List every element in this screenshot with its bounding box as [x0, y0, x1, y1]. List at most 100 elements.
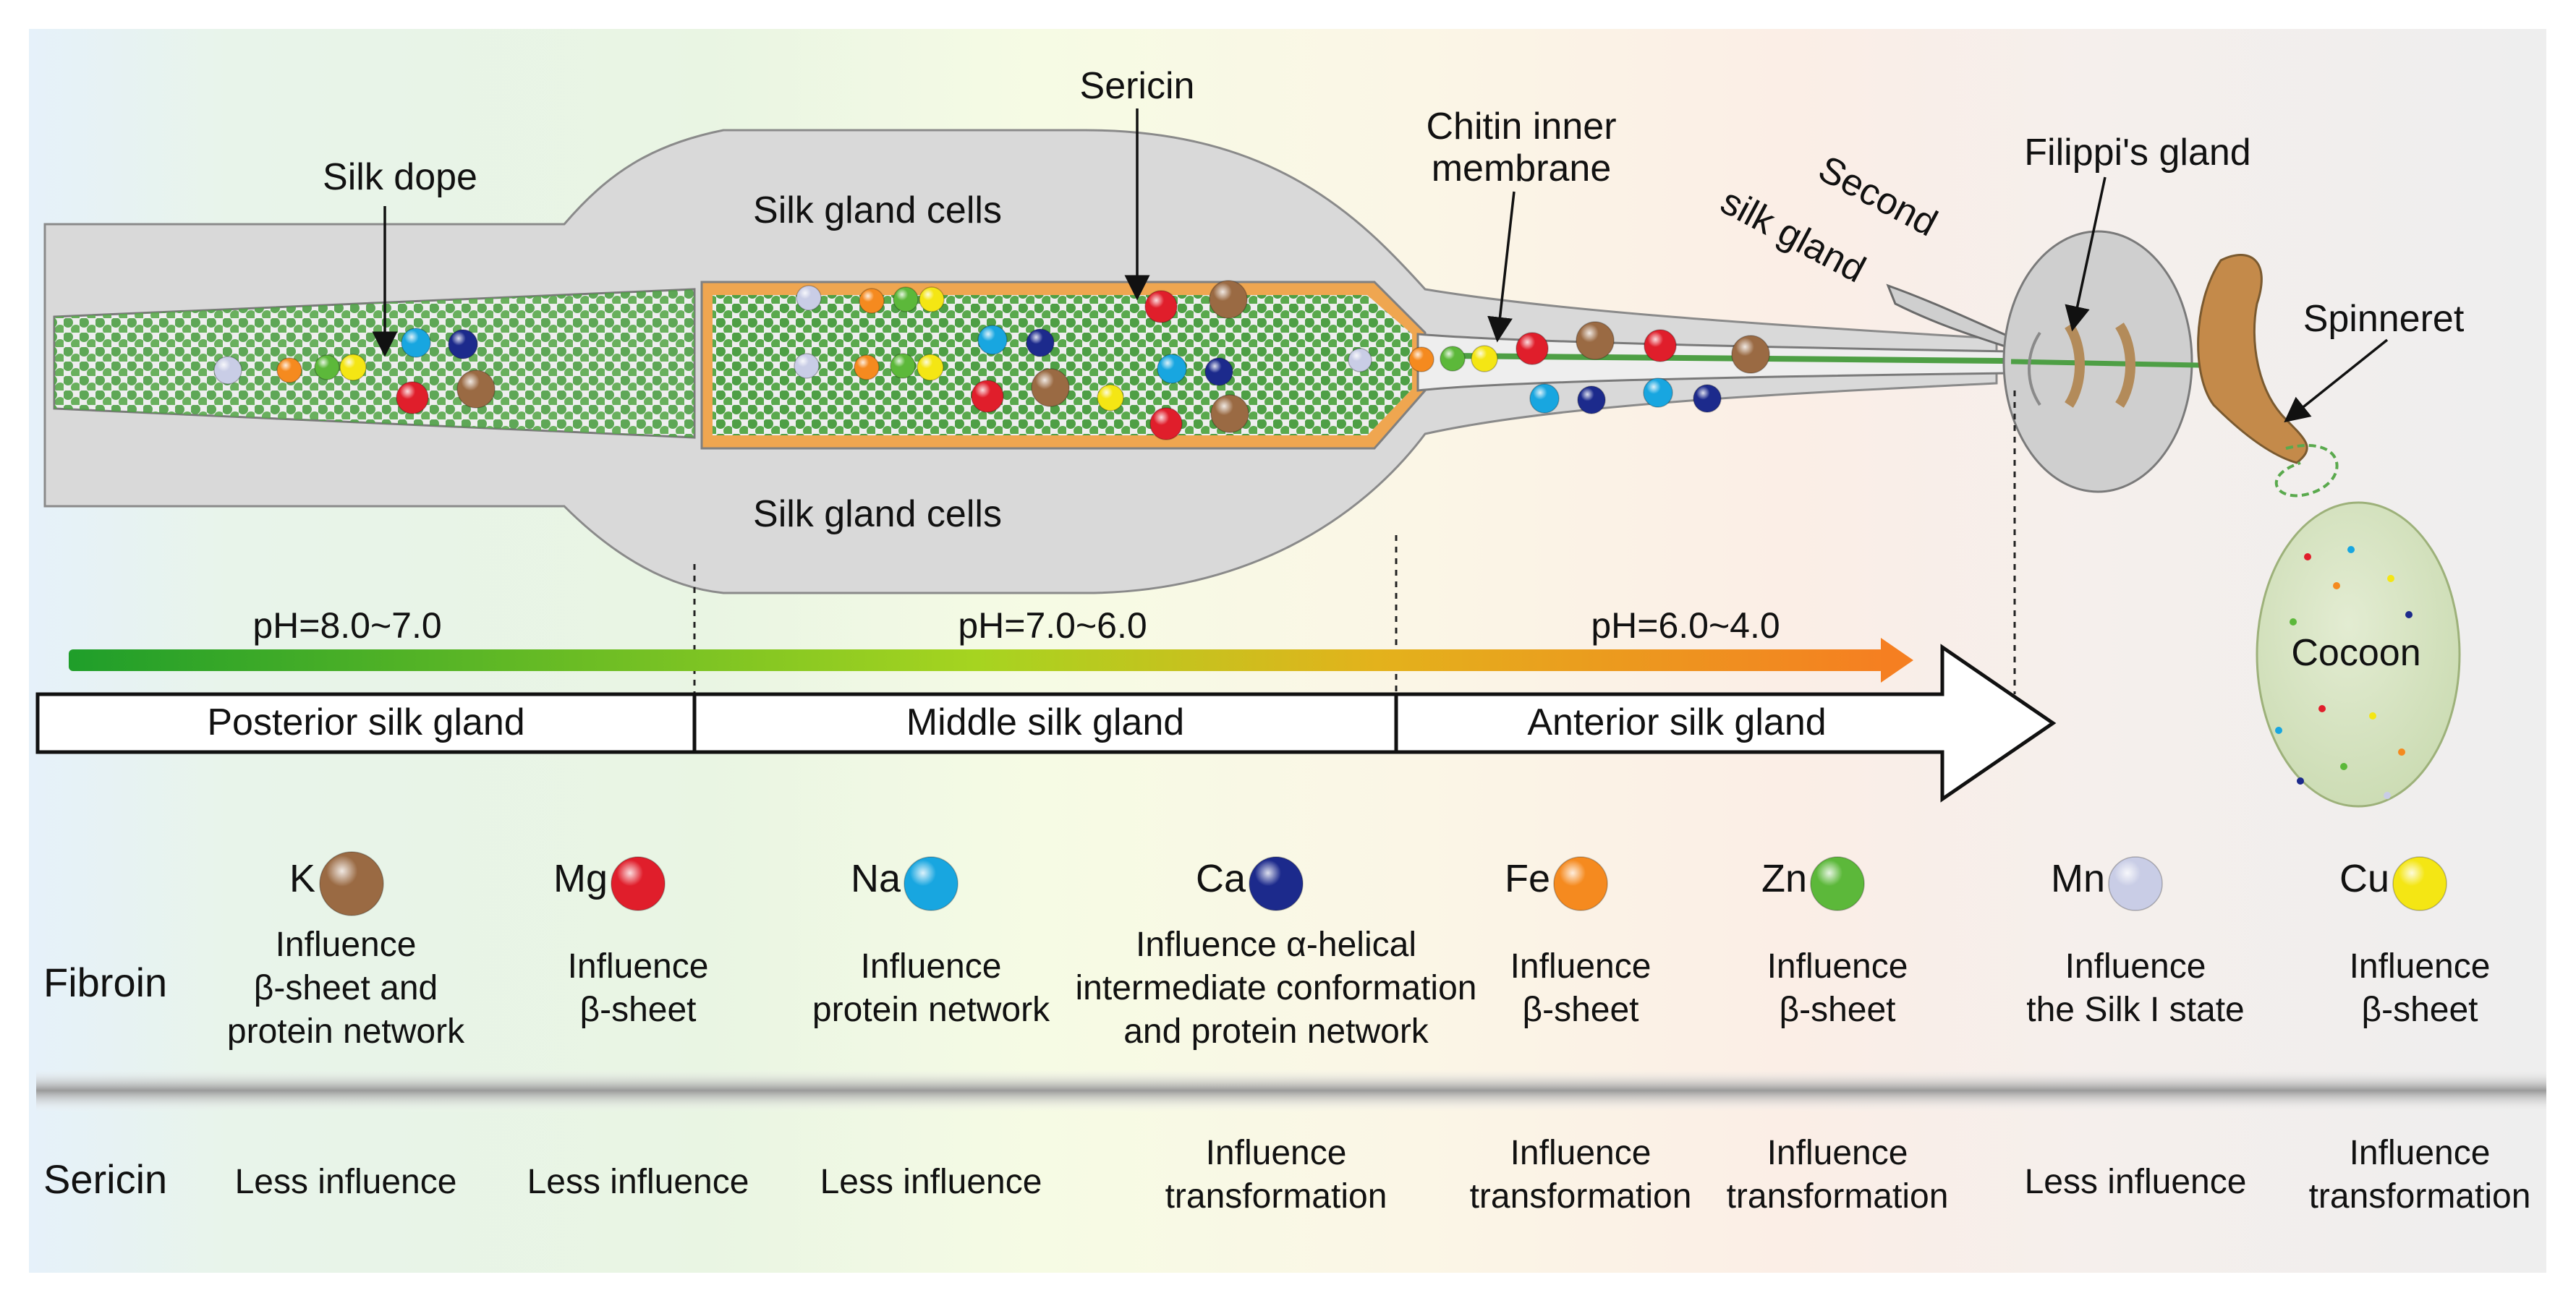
sericin-effect-text: transformation	[1727, 1177, 1949, 1216]
ion-mg	[971, 380, 1004, 413]
ion-mn	[796, 285, 822, 311]
ion-k	[456, 370, 496, 409]
segment-posterior: Posterior silk gland	[207, 701, 524, 743]
ion-k	[1031, 368, 1070, 407]
ion-fe	[276, 357, 302, 383]
element-ball-mn	[2108, 856, 2163, 911]
ion-na	[1529, 383, 1560, 414]
ion-ca	[1204, 357, 1233, 386]
cocoon-speck	[2318, 705, 2326, 712]
ion-ca	[448, 329, 478, 359]
sericin-effect-text: Less influence	[235, 1163, 457, 1201]
ion-ca	[1693, 384, 1722, 413]
fibroin-effect-text: Influence	[276, 926, 417, 964]
element-ball-ca	[1249, 856, 1304, 911]
label-filippi: Filippi's gland	[2024, 132, 2250, 174]
ion-mg	[1516, 332, 1549, 365]
ph-label-posterior: pH=8.0~7.0	[252, 605, 441, 646]
ph-label-middle: pH=7.0~6.0	[958, 605, 1147, 646]
fibroin-effect-text: Influence α-helical	[1136, 926, 1416, 964]
sericin-effect-text: Less influence	[820, 1163, 1042, 1201]
ion-ca	[1577, 385, 1606, 414]
fibroin-effect-text: β-sheet	[1779, 991, 1895, 1029]
fibroin-effect-text: protein network	[812, 991, 1050, 1029]
fibroin-effect-text: Influence	[1767, 947, 1908, 986]
label-silk-dope: Silk dope	[323, 156, 477, 198]
fibroin-effect-text: the Silk I state	[2026, 991, 2244, 1029]
label-sericin: Sericin	[1080, 65, 1195, 107]
sericin-effect-text: transformation	[1470, 1177, 1692, 1216]
ion-na	[401, 328, 431, 358]
label-cocoon: Cocoon	[2291, 632, 2420, 674]
fibroin-effect-text: β-sheet	[2361, 991, 2478, 1029]
ion-k	[1210, 394, 1249, 433]
cocoon-speck	[2340, 763, 2347, 770]
row-label-fibroin: Fibroin	[43, 960, 167, 1005]
cocoon-speck	[2333, 582, 2340, 589]
cocoon-speck	[2347, 546, 2355, 553]
ion-cu	[339, 354, 367, 381]
sericin-effect-text: Influence	[1206, 1134, 1347, 1172]
row-label-sericin: Sericin	[43, 1156, 167, 1202]
sericin-effect-text: transformation	[2309, 1177, 2531, 1216]
cocoon-speck	[2387, 575, 2394, 582]
ion-mn	[1348, 348, 1372, 372]
sericin-effect-text: transformation	[1165, 1177, 1387, 1216]
ion-na	[977, 325, 1008, 355]
element-symbol: Zn	[1761, 857, 1807, 900]
cocoon-speck	[2290, 618, 2297, 626]
fibroin-effect-text: protein network	[227, 1012, 465, 1051]
cocoon-speck	[2369, 712, 2376, 720]
annotation-arrows	[372, 108, 2389, 423]
ph-label-anterior: pH=6.0~4.0	[1591, 605, 1780, 646]
element-ball-fe	[1553, 856, 1608, 911]
element-column-cu: CuInfluenceβ-sheetInfluencetransformatio…	[2309, 856, 2531, 1216]
fibroin-effect-text: Influence	[2065, 947, 2206, 986]
label-chitin-line1: Chitin inner	[1426, 106, 1616, 148]
cocoon-speck	[2405, 611, 2413, 618]
element-column-fe: FeInfluenceβ-sheetInfluencetransformatio…	[1470, 856, 1692, 1216]
ion-fe	[854, 354, 880, 380]
element-ball-cu	[2392, 856, 2447, 911]
ph-gradient-bar	[69, 649, 1884, 671]
fibroin-effect-text: intermediate conformation	[1076, 969, 1477, 1007]
label-chitin-line2: membrane	[1432, 148, 1612, 189]
spinneret-shape	[2197, 254, 2308, 464]
ion-zn	[893, 286, 919, 312]
fibroin-effect-text: β-sheet	[1522, 991, 1638, 1029]
fibroin-effect-text: and protein network	[1123, 1012, 1429, 1051]
cocoon-speck	[2275, 727, 2282, 734]
ion-na	[1157, 354, 1187, 384]
sericin-effect-text: Influence	[1767, 1134, 1908, 1172]
ion-k	[1731, 335, 1770, 374]
ion-cu	[917, 354, 944, 381]
fibroin-effect-text: Influence	[1510, 947, 1652, 986]
element-ball-k	[319, 851, 384, 916]
ion-mg	[1149, 407, 1183, 440]
row-divider	[36, 1069, 2546, 1112]
element-ball-na	[904, 856, 958, 911]
ion-mg	[396, 381, 429, 414]
ion-k	[1209, 280, 1248, 319]
cocoon-speck	[2384, 792, 2391, 799]
element-symbol: Cu	[2339, 857, 2389, 900]
element-symbol: K	[289, 857, 315, 900]
ion-particles	[213, 280, 1770, 440]
label-cells-bottom: Silk gland cells	[753, 493, 1002, 535]
segment-anterior: Anterior silk gland	[1527, 701, 1826, 743]
sericin-effect-text: Influence	[1510, 1134, 1652, 1172]
cocoon-speck	[2398, 748, 2405, 756]
element-ball-zn	[1810, 856, 1865, 911]
element-symbol: Ca	[1196, 857, 1246, 900]
fibroin-effect-text: Influence	[568, 947, 709, 986]
ion-zn	[890, 353, 916, 379]
element-column-zn: ZnInfluenceβ-sheetInfluencetransformatio…	[1727, 856, 1949, 1216]
ion-cu	[919, 286, 945, 312]
ion-k	[1576, 321, 1615, 360]
